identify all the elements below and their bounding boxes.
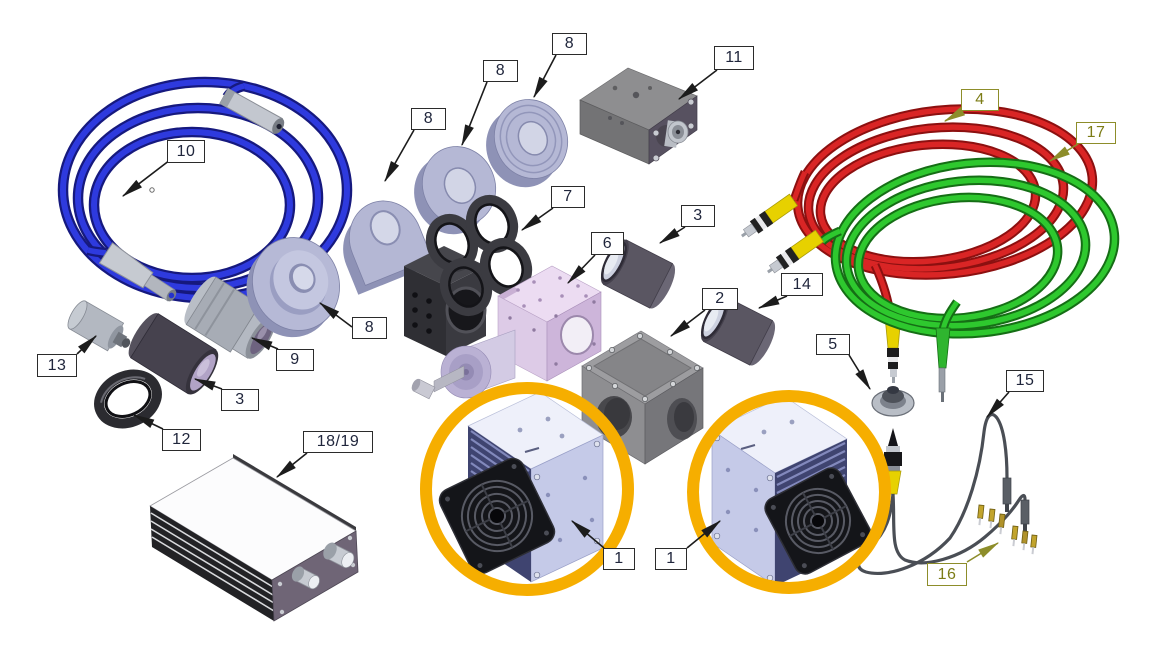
callout-18-19: 18/19 (303, 431, 373, 453)
module-logo-mark (524, 447, 540, 453)
callout-18-19-label: 18/19 (316, 433, 360, 450)
callout-15-label: 15 (1015, 372, 1035, 389)
part-3-lens-tube-left (128, 313, 219, 395)
green-cable-connector-bottom (935, 327, 951, 402)
callout-12-label: 12 (172, 431, 191, 448)
motor (411, 329, 516, 400)
callout-1-left: 1 (603, 548, 635, 570)
callout-11-label: 11 (725, 49, 743, 66)
callout-2: 2 (702, 288, 738, 310)
part-8-flanged-disc (246, 237, 340, 338)
module-face-holes (545, 475, 595, 543)
cable-marker-dot (149, 187, 155, 193)
module-logo-mark (740, 444, 756, 450)
callout-10-label: 10 (176, 142, 196, 160)
block-holes (412, 292, 432, 334)
callout-3-label: 3 (693, 207, 703, 224)
callout-16-label: 16 (937, 565, 957, 583)
part-5-adapter-mount (871, 386, 915, 417)
part-11-beam-cube (579, 67, 698, 165)
fiber-connector-bottom (98, 242, 177, 302)
enclosure-ribs (150, 512, 275, 612)
callout-2-label: 2 (715, 290, 725, 307)
callout-5: 5 (816, 334, 850, 355)
callout-13-label: 13 (47, 356, 67, 374)
callout-9-label: 9 (290, 351, 300, 368)
callout-7-label: 7 (563, 188, 573, 205)
callout-10: 10 (167, 140, 205, 163)
callout-6-label: 6 (602, 234, 613, 252)
leader-lines (76, 54, 1010, 549)
callout-8-label: 8 (495, 62, 506, 79)
callout-7: 7 (551, 186, 585, 208)
callout-13: 13 (37, 354, 77, 377)
callout-8-label: 8 (564, 35, 575, 52)
leader-lines-olive (943, 107, 1079, 563)
callout-3-label: 3 (235, 391, 245, 408)
callout-11: 11 (714, 46, 754, 70)
part-7-filter-block (404, 195, 533, 356)
part-4-red-fiber-cable (741, 104, 1098, 383)
callout-6: 6 (591, 232, 624, 255)
part-1-laser-module-right (711, 395, 872, 587)
part-1-laser-module-left (438, 391, 604, 583)
module-face-holes (725, 467, 759, 533)
callout-15: 15 (1006, 370, 1044, 392)
callout-1-label: 1 (666, 550, 676, 567)
highlight-circle-left (420, 382, 634, 596)
enclosure-connector-b (291, 566, 320, 590)
callout-5-label: 5 (828, 335, 838, 353)
part-14-lens-tube (700, 296, 776, 366)
callout-1-label: 1 (614, 550, 624, 567)
enclosure-connector-a (323, 542, 355, 568)
callout-3-right: 3 (681, 205, 715, 227)
callout-4-label: 4 (975, 91, 985, 108)
callout-1-right: 1 (655, 548, 687, 570)
cooling-fan-left (438, 457, 556, 575)
callout-14: 14 (781, 273, 823, 296)
callout-17: 17 (1076, 122, 1116, 144)
red-cable-connector-left (741, 193, 799, 238)
cube2-screws (586, 333, 700, 402)
callout-8-disc: 8 (552, 33, 587, 55)
callout-8-plate: 8 (411, 108, 446, 130)
cooling-fan-right (764, 467, 872, 575)
callout-8-label: 8 (364, 319, 375, 336)
part-17-green-fiber-cable (767, 157, 1120, 402)
part-16-ferrule-pins (977, 504, 1038, 555)
callout-8-label: 8 (423, 110, 434, 127)
fiber-connector-top (219, 87, 285, 135)
callout-4: 4 (961, 89, 999, 111)
part-2-combiner-cube (581, 330, 704, 465)
highlight-circle-right (687, 390, 891, 594)
part-13-adapter-cylinder (67, 300, 131, 352)
callout-12: 12 (162, 429, 201, 451)
part-18-19-controller-enclosure (149, 454, 359, 622)
part-12-retaining-ring (94, 369, 162, 429)
block6-screw-dots (516, 276, 588, 308)
block6-face-holes (508, 300, 596, 366)
callout-14-label: 14 (792, 275, 812, 293)
callout-9: 9 (276, 349, 314, 371)
callout-16: 16 (927, 563, 967, 586)
callout-8-flange: 8 (352, 317, 387, 339)
callout-3-left: 3 (221, 389, 259, 411)
callout-8-ring: 8 (483, 60, 518, 82)
green-cable-connector-left (767, 229, 825, 274)
cube-port (656, 120, 689, 148)
part-8-grooved-disc (486, 99, 568, 188)
callout-17-label: 17 (1086, 124, 1106, 141)
